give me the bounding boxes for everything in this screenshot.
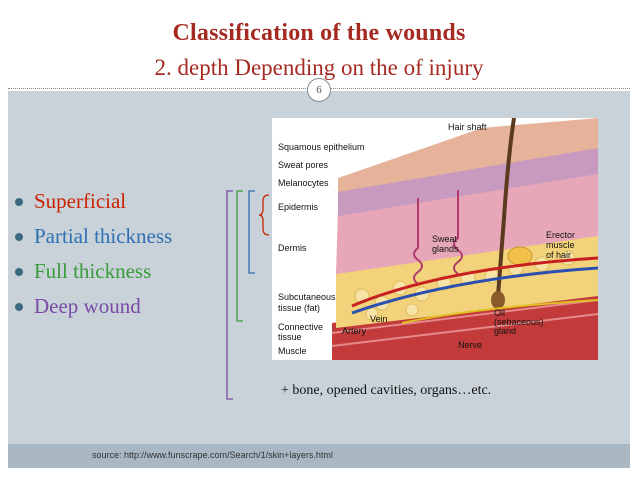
bullet-label: Superficial <box>34 189 127 213</box>
label-vein: Vein <box>370 314 388 324</box>
label-hair-shaft: Hair shaft <box>448 122 487 132</box>
label-nerve: Nerve <box>458 340 482 350</box>
extra-note: + bone, opened cavities, organs…etc. <box>281 383 492 398</box>
label-muscle: Muscle <box>278 346 307 356</box>
label-muscle-2: muscle <box>546 240 575 250</box>
slide-subtitle: 2. depth Depending on the of injury <box>154 55 484 80</box>
bullet-partial-thickness: Partial thickness <box>14 222 172 257</box>
bullet-dot-icon <box>15 268 23 276</box>
label-epidermis: Epidermis <box>278 202 319 212</box>
bullet-deep-wound: Deep wound <box>14 292 172 327</box>
bullet-superficial: Superficial <box>14 187 172 222</box>
label-tissue-fat: tissue (fat) <box>278 303 320 313</box>
label-connective: Connective <box>278 322 323 332</box>
label-gland: gland <box>494 326 516 336</box>
label-erector: Erector <box>546 230 575 240</box>
bullet-dot-icon <box>15 233 23 241</box>
label-of-hair: of hair <box>546 250 571 260</box>
label-sweat-pores: Sweat pores <box>278 160 329 170</box>
bullet-label: Full thickness <box>34 259 152 283</box>
label-sebaceous: (sebaceous) <box>494 317 544 327</box>
footer-bar <box>8 444 630 468</box>
bracket-superficial <box>258 194 270 236</box>
bracket-full-thickness <box>236 190 243 322</box>
depth-brackets <box>226 190 270 400</box>
skin-layers-figure: Squamous epithelium Sweat pores Melanocy… <box>272 118 598 360</box>
bullet-dot-icon <box>15 303 23 311</box>
page-number-badge: 6 <box>307 78 331 102</box>
skin-diagram-svg: Squamous epithelium Sweat pores Melanocy… <box>272 118 598 360</box>
label-artery: Artery <box>342 326 367 336</box>
bracket-deep-wound <box>226 190 233 400</box>
label-melanocytes: Melanocytes <box>278 178 329 188</box>
bracket-partial-thickness <box>248 190 255 274</box>
label-glands: glands <box>432 244 459 254</box>
label-tissue: tissue <box>278 332 302 342</box>
label-dermis: Dermis <box>278 243 307 253</box>
slide-title: Classification of the wounds <box>172 20 466 46</box>
bullet-dot-icon <box>15 198 23 206</box>
label-subcutaneous: Subcutaneous <box>278 292 336 302</box>
bullet-label: Partial thickness <box>34 224 173 248</box>
label-squamous: Squamous epithelium <box>278 142 365 152</box>
label-sweat: Sweat <box>432 234 458 244</box>
label-oil: Oil <box>494 308 505 318</box>
bullet-label: Deep wound <box>34 294 141 318</box>
depth-bullet-list: Superficial Partial thickness Full thick… <box>14 187 172 327</box>
bullet-full-thickness: Full thickness <box>14 257 172 292</box>
title-area: Classification of the wounds 2. depth De… <box>0 0 638 88</box>
source-citation: source: http://www.funscrape.com/Search/… <box>92 450 333 460</box>
